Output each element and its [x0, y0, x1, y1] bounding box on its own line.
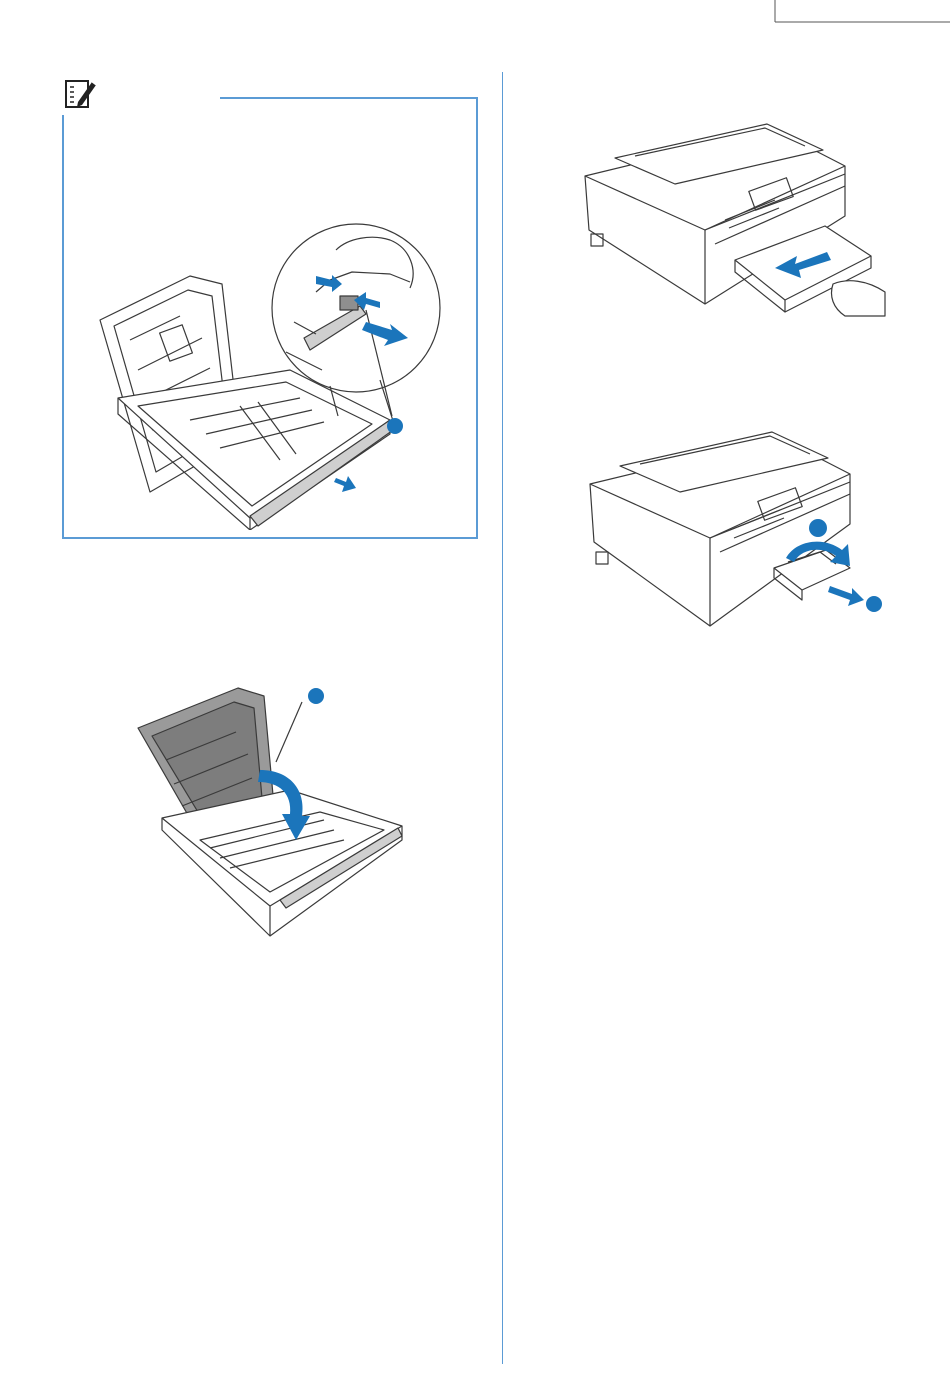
column-divider: [502, 72, 503, 1364]
paper-tray-open-guide-illustration: [90, 210, 450, 530]
paper-tray-close-cover-illustration: [130, 680, 420, 950]
crop-mark: [0, 0, 950, 40]
pull-out-paper-support-illustration: [580, 428, 895, 633]
insert-tray-into-printer-illustration: [575, 120, 890, 320]
